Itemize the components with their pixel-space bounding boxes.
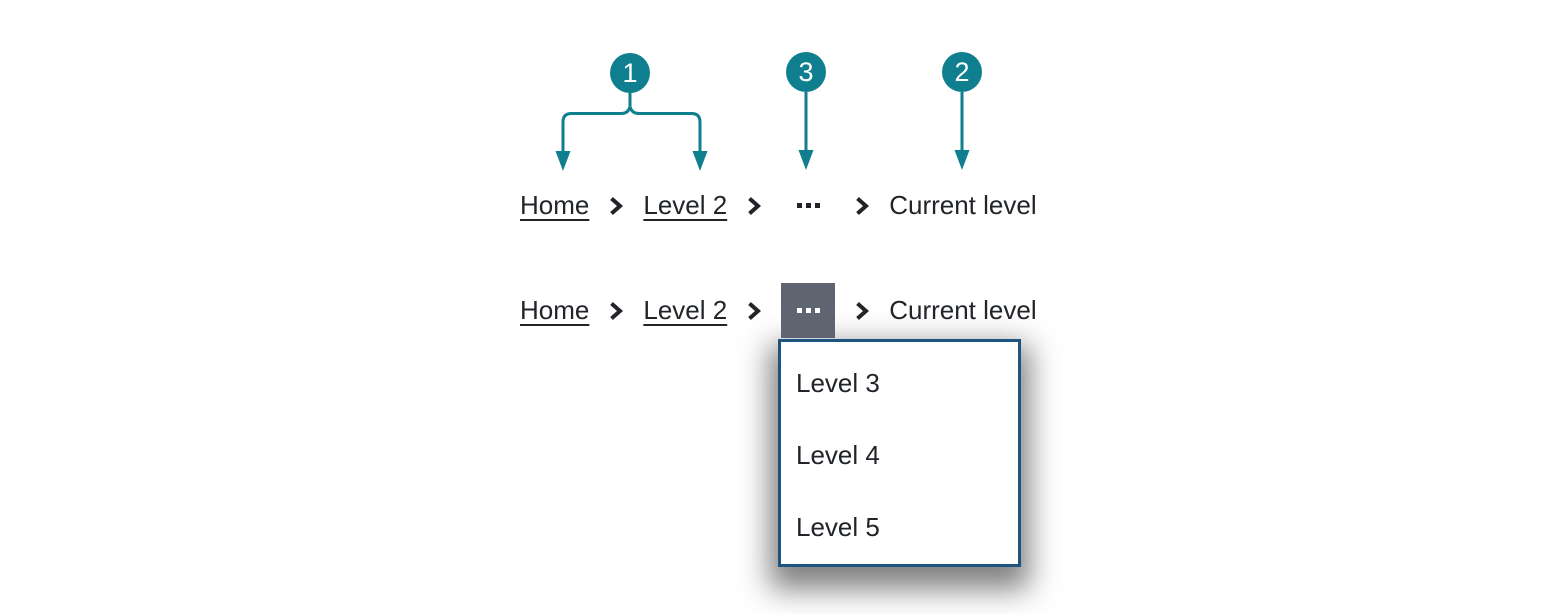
breadcrumb-link-level2[interactable]: Level 2 — [643, 295, 728, 325]
menu-item-level4[interactable]: Level 4 — [796, 439, 880, 470]
menu-item-level3[interactable]: Level 3 — [796, 367, 880, 398]
chevron-right-icon — [610, 196, 624, 215]
breadcrumb-expanded: Home Level 2 Current level — [520, 283, 1037, 338]
callout-3-arrow — [798, 92, 814, 170]
callout-badge-2: 2 — [942, 52, 982, 92]
callout-badge-1: 1 — [610, 53, 650, 93]
breadcrumb-overflow-button-active[interactable] — [781, 283, 836, 338]
callout-badge-2-label: 2 — [954, 56, 970, 87]
breadcrumb-current-level: Current level — [889, 295, 1037, 325]
menu-item-level5[interactable]: Level 5 — [796, 512, 880, 543]
callout-badge-3: 3 — [786, 52, 826, 92]
ellipsis-icon — [796, 308, 820, 313]
callout-2-arrow — [954, 92, 970, 170]
breadcrumb-link-home[interactable]: Home — [520, 190, 590, 220]
breadcrumb-link-level2[interactable]: Level 2 — [643, 190, 728, 220]
breadcrumb-link-home[interactable]: Home — [520, 295, 590, 325]
breadcrumb-current-level: Current level — [889, 190, 1037, 220]
ellipsis-icon — [796, 203, 820, 208]
callout-badge-3-label: 3 — [798, 56, 814, 87]
breadcrumb-overflow-ellipsis[interactable] — [781, 178, 835, 233]
overflow-dropdown-menu: Level 3 Level 4 Level 5 — [778, 339, 1021, 567]
chevron-right-icon — [856, 301, 870, 320]
callout-badge-1-label: 1 — [622, 57, 638, 88]
chevron-right-icon — [748, 196, 762, 215]
chevron-right-icon — [610, 301, 624, 320]
breadcrumb-collapsed: Home Level 2 Current level — [520, 178, 1037, 233]
chevron-right-icon — [856, 196, 870, 215]
callout-1-bracket-arrow — [555, 92, 708, 171]
chevron-right-icon — [748, 301, 762, 320]
